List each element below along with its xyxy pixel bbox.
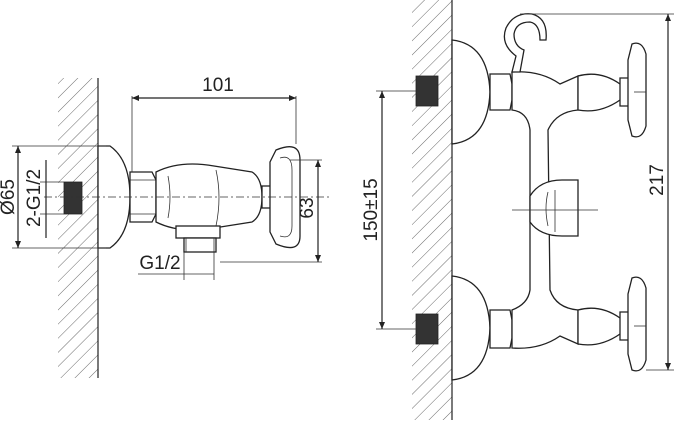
wall-left xyxy=(58,78,99,378)
dim-center-distance: 150±15 xyxy=(361,90,420,330)
dim-overall-height: 217 xyxy=(520,13,674,371)
dim-thread-inlet-label: 2-G1/2 xyxy=(24,169,45,227)
upper-handle xyxy=(577,42,647,138)
upper-escutcheon xyxy=(451,39,491,145)
inlet-thread xyxy=(63,181,83,215)
shower-outlet xyxy=(512,179,598,237)
dim-height: 63 xyxy=(220,159,322,263)
wall-right xyxy=(412,0,453,420)
dim-thread-inlet: 2-G1/2 xyxy=(24,160,64,238)
dim-overall-height-label: 217 xyxy=(647,164,668,196)
dim-width-label: 101 xyxy=(202,75,234,96)
dim-diameter-label: Ø65 xyxy=(0,179,19,215)
dim-height-label: 63 xyxy=(297,197,318,218)
dim-outlet-thread-label: G1/2 xyxy=(139,253,180,274)
lower-handle xyxy=(577,276,647,372)
lower-escutcheon xyxy=(451,275,491,381)
dim-center-distance-label: 150±15 xyxy=(361,178,382,241)
dim-outlet-thread: G1/2 xyxy=(138,252,215,280)
outlet-connector xyxy=(175,225,221,253)
side-view: 101 Ø65 2-G1/2 63 G1/2 xyxy=(0,75,330,378)
shower-hook xyxy=(503,13,547,73)
dim-width: 101 xyxy=(131,75,297,172)
front-view: 150±15 217 xyxy=(361,0,674,420)
dim-diameter: Ø65 xyxy=(0,145,106,249)
